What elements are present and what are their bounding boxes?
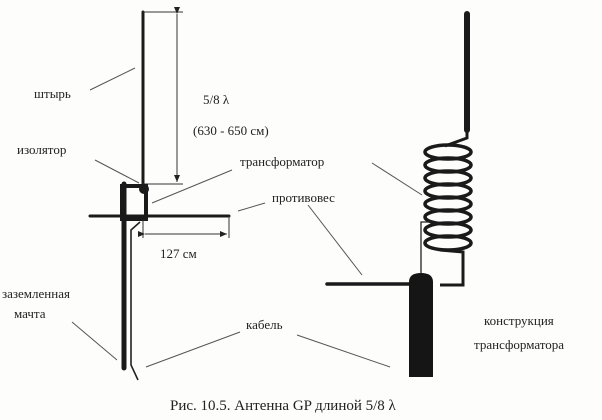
cable-body xyxy=(409,273,433,377)
label-whip: штырь xyxy=(34,86,71,101)
label-construction-line1: конструкция xyxy=(484,313,554,328)
left-antenna: штырь 5/8 λ (630 - 650 см) изолятор тран… xyxy=(2,7,335,381)
label-transformer: трансформатор xyxy=(240,154,324,169)
label-length-range: (630 - 650 см) xyxy=(193,123,269,138)
label-construction-line2: трансформатора xyxy=(474,337,564,352)
coil xyxy=(423,143,473,252)
label-counterpoise-length: 127 см xyxy=(160,246,197,261)
label-insulator: изолятор xyxy=(17,142,66,157)
figure-caption: Рис. 10.5. Антенна GP длиной 5/8 λ xyxy=(170,398,397,414)
transformer-construction: конструкция трансформатора xyxy=(296,11,564,377)
label-mast-line1: заземленная xyxy=(2,286,70,301)
tap-wire xyxy=(420,221,432,276)
cable xyxy=(130,221,141,381)
label-length: 5/8 λ xyxy=(203,92,230,107)
label-cable: кабель xyxy=(246,317,283,332)
label-mast-line2: мачта xyxy=(14,306,46,321)
label-counterpoise: противовес xyxy=(272,190,335,205)
